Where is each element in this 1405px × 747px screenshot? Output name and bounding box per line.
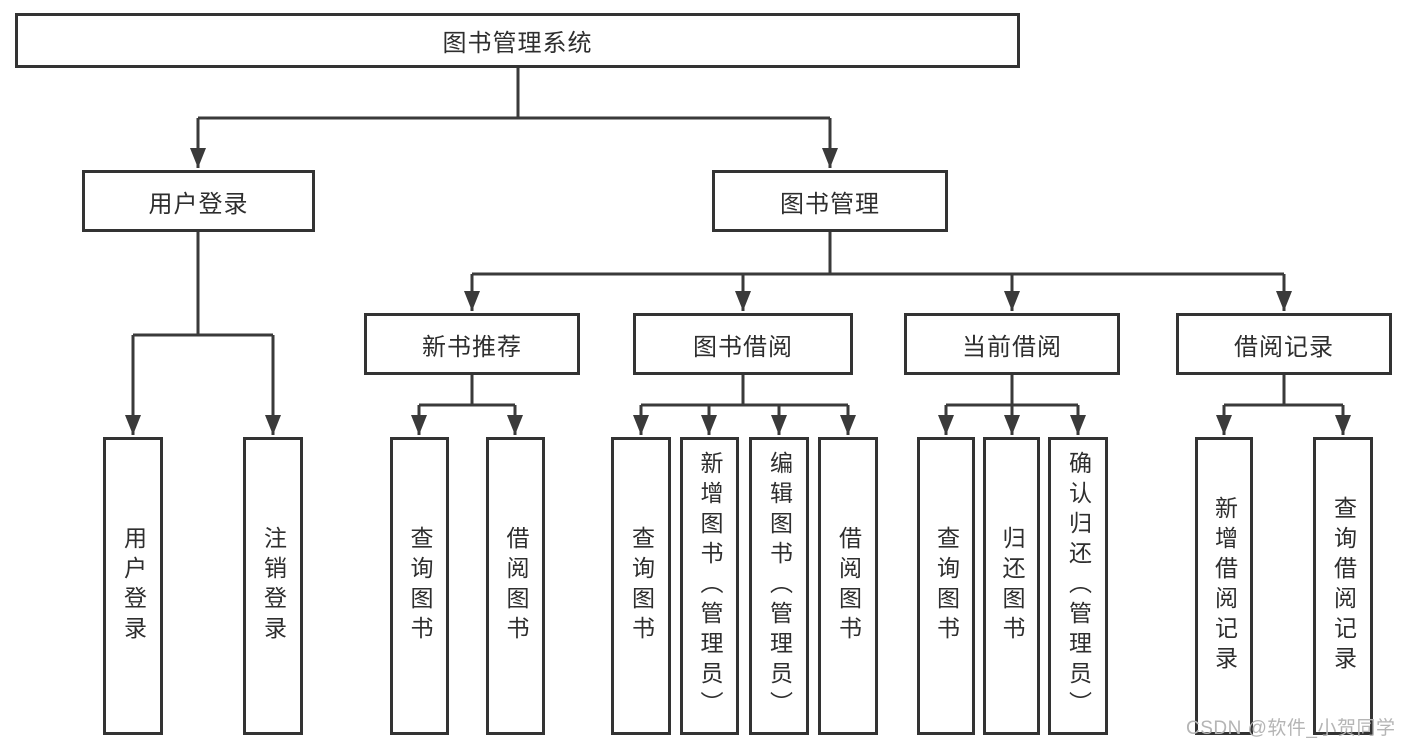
leaf-query-books-recommend-label: 查询图书	[407, 526, 433, 646]
leaf-borrow-books-recommend-label: 借阅图书	[503, 526, 529, 646]
leaf-logout-label: 注销登录	[260, 526, 287, 646]
node-root-library-system: 图书管理系统	[15, 13, 1020, 68]
leaf-user-login-label: 用户登录	[120, 526, 147, 646]
leaf-query-borrow-record: 查询借阅记录	[1313, 437, 1373, 735]
leaf-query-books-current: 查询图书	[917, 437, 975, 735]
node-new-book-recommend: 新书推荐	[364, 313, 580, 375]
leaf-query-books-borrowing: 查询图书	[611, 437, 671, 735]
node-book-borrowing: 图书借阅	[633, 313, 853, 375]
node-current-borrowing: 当前借阅	[904, 313, 1120, 375]
node-borrow-records: 借阅记录	[1176, 313, 1392, 375]
leaf-return-books-label: 归还图书	[999, 526, 1025, 646]
leaf-confirm-return-admin: 确认归还（管理员）	[1048, 437, 1108, 735]
leaf-borrow-books-label: 借阅图书	[835, 526, 862, 646]
leaf-edit-books-admin: 编辑图书（管理员）	[749, 437, 809, 735]
leaf-query-books-borrowing-label: 查询图书	[628, 526, 655, 646]
leaf-confirm-return-admin-label: 确认归还（管理员）	[1065, 451, 1092, 721]
watermark-text: CSDN @软件_小贺同学	[1186, 718, 1396, 739]
leaf-return-books: 归还图书	[983, 437, 1040, 735]
leaf-borrow-books-recommend: 借阅图书	[486, 437, 545, 735]
leaf-add-borrow-record-label: 新增借阅记录	[1211, 496, 1238, 676]
leaf-user-login: 用户登录	[103, 437, 163, 735]
leaf-query-books-recommend: 查询图书	[390, 437, 449, 735]
node-user-login: 用户登录	[82, 170, 315, 232]
leaf-logout: 注销登录	[243, 437, 303, 735]
leaf-query-books-current-label: 查询图书	[933, 526, 960, 646]
leaf-borrow-books: 借阅图书	[818, 437, 878, 735]
leaf-add-books-admin-label: 新增图书（管理员）	[697, 451, 723, 721]
node-book-management: 图书管理	[712, 170, 948, 232]
leaf-query-borrow-record-label: 查询借阅记录	[1330, 496, 1357, 676]
leaf-add-books-admin: 新增图书（管理员）	[680, 437, 739, 735]
leaf-add-borrow-record: 新增借阅记录	[1195, 437, 1253, 735]
leaf-edit-books-admin-label: 编辑图书（管理员）	[766, 451, 793, 721]
